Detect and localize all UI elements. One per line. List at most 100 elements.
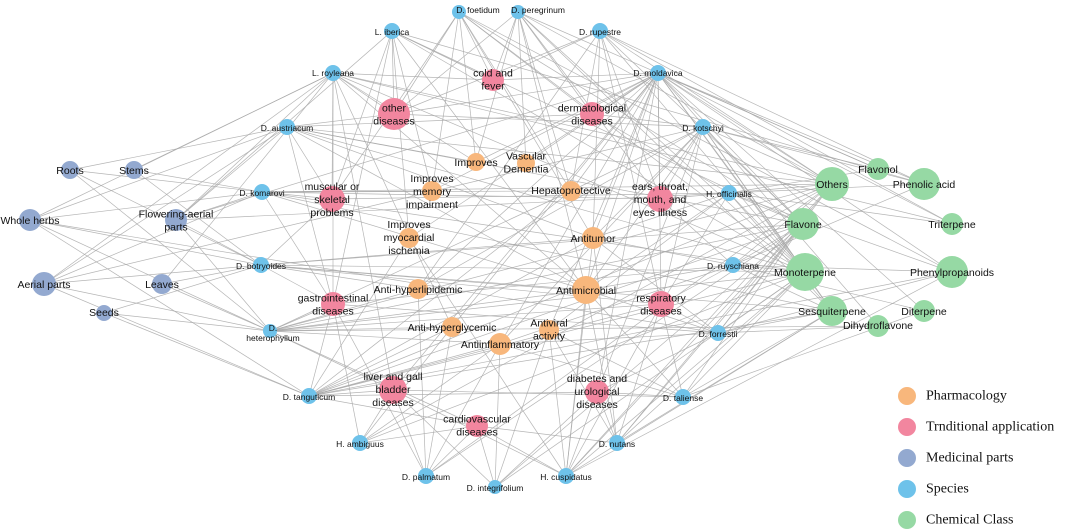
node-label-line: Antitumor: [571, 233, 616, 245]
node-circle-antimicrobial: [572, 276, 600, 304]
edge-moldavica-hepato: [570, 72, 659, 192]
node-label-sesquiterpene: Sesquiterpene: [798, 306, 866, 318]
edge-botryoides-monoterpene: [260, 264, 806, 273]
node-circle-other: [378, 98, 410, 130]
edge-royleana-antihyperglycemic: [332, 72, 453, 328]
node-label-line: Others: [816, 179, 848, 191]
edge-roots-heterophyllum: [69, 169, 271, 332]
node-label-botryoides: D. botryoides: [236, 261, 286, 271]
node-label-tanguticum: D. tanguticum: [283, 392, 335, 402]
node-circle-foetidum: [452, 5, 466, 19]
edge-officinalis-antiviral: [548, 192, 730, 331]
edge-flowering-heterophyllum: [175, 219, 271, 332]
node-label-line: urological: [575, 386, 620, 398]
edge-cuspidatus-antiviral: [548, 329, 567, 477]
edge-palmatum-liver: [392, 389, 427, 477]
node-circle-muscular: [319, 186, 345, 212]
edge-tanguticum-others: [308, 183, 833, 397]
edge-officinalis-phenylpropanoids: [728, 192, 953, 273]
edge-ruyschiana-respiratory: [660, 264, 734, 305]
node-monoterpene: Monoterpene: [774, 253, 836, 291]
edge-heterophyllum-hepato: [269, 190, 572, 332]
node-circle-diterpene: [913, 300, 935, 322]
node-circle-myocardial: [399, 228, 419, 248]
edge-peregrinum-cold: [492, 11, 519, 81]
node-label-line: Roots: [56, 165, 83, 177]
node-officinalis: H. officinalis: [706, 185, 752, 201]
node-label-line: Sesquiterpene: [798, 306, 866, 318]
edge-ruyschiana-antimicrobial: [585, 264, 734, 291]
edge-heterophyllum-antihyperglycemic: [269, 326, 453, 332]
edge-taliense-antimicrobial: [585, 289, 684, 398]
node-label-line: myocardial: [384, 232, 435, 244]
node-circle-diabetes: [585, 380, 609, 404]
edge-stems-komarovi: [133, 169, 263, 193]
edge-rupestre-monoterpene: [599, 30, 806, 273]
edge-integrifolium-antiinflammatory: [494, 343, 501, 488]
edge-flowering-austriacum: [175, 126, 288, 221]
edge-komarovi-hepato: [261, 190, 572, 193]
node-label-hepato: Hepatoprotective: [531, 185, 611, 197]
edge-integrifolium-flavone: [494, 223, 804, 488]
edge-nutans-antitumor: [592, 237, 618, 444]
edge-moldavica-flavone: [657, 72, 804, 225]
node-label-nutans: D. nutans: [599, 439, 635, 449]
edge-moldavica-antihyperglycemic: [451, 72, 659, 328]
node-circle-palmatum: [418, 468, 434, 484]
node-label-line: D. rupestre: [579, 27, 621, 37]
edge-layer: [29, 11, 953, 488]
edge-royleana-antimicrobial: [332, 72, 587, 291]
edge-cuspidatus-diabetes: [565, 391, 598, 477]
node-label-heterophyllum: D.heterophyllum: [246, 323, 299, 343]
edge-forrestii-dihydroflavone: [717, 325, 879, 334]
node-label-antihyperglycemic: Anti-hyperglycemic: [408, 322, 497, 334]
node-label-cuspidatus: H. cuspidatus: [540, 472, 592, 482]
edge-ruyschiana-antiinflammatory: [499, 264, 734, 345]
legend-label: Medicinal parts: [926, 451, 1013, 466]
node-label-line: diseases: [640, 306, 681, 318]
edge-palmatum-cardio: [425, 425, 478, 477]
edge-austriacum-other: [286, 113, 395, 128]
edge-foetidum-flavone: [458, 11, 804, 225]
node-label-line: diseases: [571, 116, 612, 128]
node-label-line: Flowering-aerial: [139, 209, 214, 221]
edge-kotschyi-flavonol: [702, 126, 879, 170]
node-label-line: H. officinalis: [706, 189, 752, 199]
node-label-line: Dihydroflavone: [843, 320, 913, 332]
node-circle-cuspidatus: [558, 468, 574, 484]
edge-forrestii-sesquiterpene: [717, 310, 833, 334]
node-label-line: skeletal: [314, 194, 350, 206]
edge-peregrinum-others: [517, 11, 833, 185]
node-label-line: cold and: [473, 68, 513, 80]
edge-palmatum-antihyperglycemic: [425, 326, 453, 477]
edge-komarovi-antimicrobial: [261, 191, 587, 291]
node-circle-phenylpropanoids: [936, 256, 968, 288]
node-circle-nutans: [609, 435, 625, 451]
node-label-wholeherbs: Whole herbs: [1, 215, 60, 227]
node-label-flavonol: Flavonol: [858, 164, 898, 176]
edge-kotschyi-others: [702, 126, 833, 185]
edge-royleana-others: [332, 72, 833, 185]
node-label-line: problems: [310, 207, 353, 219]
edge-integrifolium-monoterpene: [494, 271, 806, 488]
node-circle-integrifolium: [488, 480, 502, 494]
node-label-line: Antiviral: [530, 318, 567, 330]
node-label-line: D. austriacum: [261, 123, 313, 133]
node-label-iberica: L. iberica: [375, 27, 410, 37]
edge-moldavica-antimicrobial: [585, 72, 659, 291]
node-circle-peregrinum: [511, 5, 525, 19]
node-circle-hepato: [561, 181, 581, 201]
edge-rupestre-others: [599, 30, 833, 185]
edge-moldavica-myocardial: [408, 72, 659, 239]
node-label-line: heterophyllum: [246, 333, 299, 343]
node-others: Others: [815, 167, 849, 201]
edge-integrifolium-liver: [392, 389, 496, 488]
node-circle-improves: [467, 153, 485, 171]
node-circle-others: [815, 167, 849, 201]
